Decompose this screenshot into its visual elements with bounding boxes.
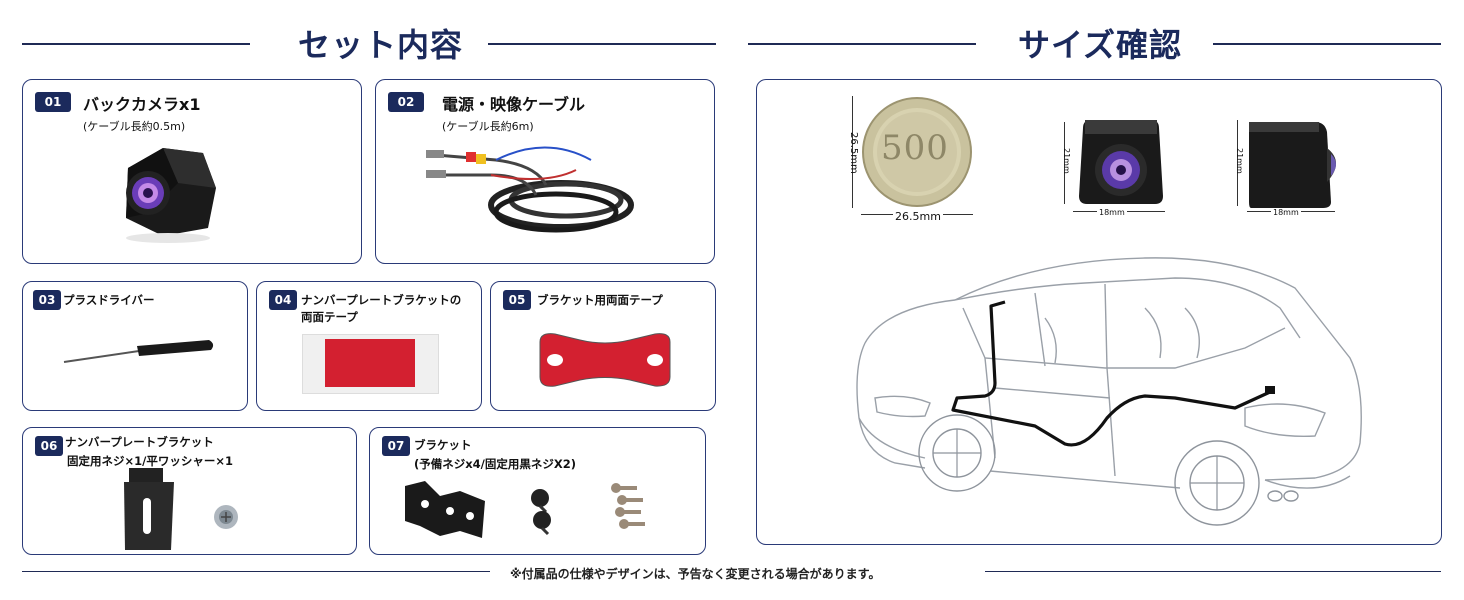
item-number-badge: 07 [382,436,410,456]
size-check-panel: 26.5mm 500 26.5mm 21mm 18mm 21mm 18mm [756,79,1442,545]
coin-height-rule [852,96,853,208]
right-title-rule-right [1213,43,1441,45]
item-number-badge: 06 [35,436,63,456]
camera-front-height-label: 21mm [1062,148,1071,174]
camera-side-width-label: 18mm [1271,208,1301,217]
plate-bracket-image [124,468,174,550]
section-title-set-contents: セット内容 [298,26,464,64]
section-title-size-check: サイズ確認 [1018,26,1183,64]
footer-rule-left [22,571,490,572]
camera-side-height-rule [1237,120,1238,206]
item-title-line1: ブラケット [414,438,472,452]
item-box-06: 06 ナンバープレートブラケット 固定用ネジ×1/平ワッシャー×1 [22,427,357,555]
screwdriver-image [63,340,214,363]
item-box-03: 03 プラスドライバー [22,281,248,411]
camera-side-height-label: 21mm [1235,148,1244,174]
item-number-badge: 05 [503,290,531,310]
coin-width-label: 26.5mm [893,210,943,223]
item-box-01: 01 バックカメラx1 (ケーブル長約0.5m) [22,79,362,264]
spare-screws-image [611,483,645,529]
item-title-line2: 両面テープ [301,310,358,324]
item-title: バックカメラx1 [83,95,201,114]
coin-height-label: 26.5mm [848,132,859,174]
item-title-line2: 固定用ネジ×1/平ワッシャー×1 [67,454,233,468]
item-title-line1: ナンバープレートブラケットの [301,293,462,307]
item-number-badge: 04 [269,290,297,310]
left-title-rule-right [488,43,716,45]
bracket-tape-image [539,333,671,387]
bracket-image [405,481,485,538]
footer-rule-right [985,571,1441,572]
item-note: (ケーブル長約0.5m) [83,120,186,133]
item-title-line1: ナンバープレートブラケット [65,435,214,449]
item-number-badge: 02 [388,92,424,112]
washer-screw-image [214,505,238,529]
item-number-badge: 03 [33,290,61,310]
left-title-rule-left [22,43,250,45]
coin-500-image [862,97,972,207]
item-box-05: 05 ブラケット用両面テープ [490,281,716,411]
item-box-02: 02 電源・映像ケーブル (ケーブル長約6m) [375,79,715,264]
item-box-07: 07 ブラケット (予備ネジx4/固定用黒ネジX2) [369,427,706,555]
item-title: プラスドライバー [63,293,155,307]
camera-front-image [1079,120,1163,204]
item-note: (ケーブル長約6m) [442,120,534,133]
item-box-04: 04 ナンバープレートブラケットの 両面テープ [256,281,482,411]
footnote: ※付属品の仕様やデザインは、予告なく変更される場合があります。 [510,567,881,581]
item-title: ブラケット用両面テープ [537,293,663,307]
item-title: 電源・映像ケーブル [442,95,586,114]
back-camera-image [126,148,216,243]
coin-label: 500 [881,128,949,168]
camera-front-width-label: 18mm [1097,208,1127,217]
black-screws-image [531,489,551,536]
item-number-badge: 01 [35,92,71,112]
item-title-line2: (予備ネジx4/固定用黒ネジX2) [414,457,576,471]
car-wiring-diagram [856,257,1362,526]
cable-image [426,146,634,233]
right-title-rule-left [748,43,976,45]
camera-side-image [1249,122,1336,208]
double-sided-tape-image [302,334,439,394]
camera-front-height-rule [1064,122,1065,204]
